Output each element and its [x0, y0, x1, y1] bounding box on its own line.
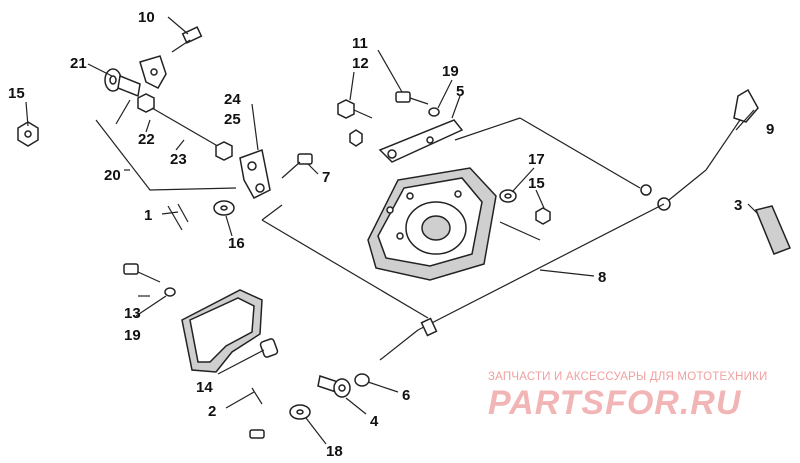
assembly-line	[261, 204, 283, 221]
watermark: ЗАПЧАСТИ И АКСЕССУАРЫ ДЛЯ МОТОТЕХНИКИ PA…	[488, 371, 768, 422]
callout-4: 4	[370, 413, 379, 430]
callout-7: 7	[322, 169, 330, 186]
washer-18	[289, 404, 311, 420]
callout-19-bottom: 19	[124, 327, 141, 344]
bolt	[499, 221, 541, 241]
nut-15-left	[17, 121, 39, 147]
callout-2: 2	[208, 403, 216, 420]
bolt-7	[281, 153, 313, 179]
callout-19-top: 19	[442, 63, 459, 80]
bracket	[139, 55, 167, 89]
watermark-tagline: ЗАПЧАСТИ И АКСЕССУАРЫ ДЛЯ МОТОТЕХНИКИ	[488, 371, 768, 383]
callout-11: 11	[352, 35, 368, 52]
callout-3: 3	[734, 197, 742, 214]
leader-lines	[25, 16, 759, 445]
assembly-line	[519, 117, 641, 189]
washer-6	[354, 373, 370, 387]
rod-end-4	[317, 375, 351, 398]
nut	[349, 129, 363, 147]
watermark-logo: PARTSFOR.RU	[488, 384, 742, 422]
brake-lever-9	[640, 88, 759, 211]
assembly-line	[261, 219, 429, 319]
lever-plate-5	[378, 119, 464, 163]
callout-18: 18	[326, 443, 343, 460]
pivot-link-24	[239, 148, 271, 199]
callout-22: 22	[138, 131, 155, 148]
callout-9: 9	[766, 121, 774, 138]
callout-8: 8	[598, 269, 606, 286]
callout-1: 1	[144, 207, 152, 224]
bolt-10	[171, 26, 203, 53]
callout-20: 20	[104, 167, 121, 184]
clevis-pin	[249, 429, 265, 439]
assembly-line	[454, 117, 521, 141]
callout-21: 21	[70, 55, 87, 72]
bolt-12	[337, 99, 373, 119]
mounting-bracket	[181, 289, 263, 373]
control-rod-8	[379, 203, 665, 361]
callout-10: 10	[138, 9, 155, 26]
callout-13: 13	[124, 305, 141, 322]
callout-15-left: 15	[8, 85, 25, 102]
bolt-13	[123, 263, 161, 283]
assembly-line	[167, 205, 183, 231]
callouts: 10 21 15 22 23 20 24 25 7 1 16 11 12 19 …	[8, 9, 774, 460]
callout-24: 24	[224, 91, 241, 108]
assembly-line	[95, 119, 237, 191]
callout-16: 16	[228, 235, 245, 252]
callout-17: 17	[528, 151, 545, 168]
callout-12: 12	[352, 55, 369, 72]
callout-25: 25	[224, 111, 241, 128]
callout-23: 23	[170, 151, 187, 168]
callout-6: 6	[402, 387, 410, 404]
callout-5: 5	[456, 83, 464, 100]
nut-22	[137, 93, 155, 113]
callout-14: 14	[196, 379, 213, 396]
rod-end-21	[104, 68, 141, 98]
threaded-rod-23	[151, 107, 233, 161]
nut-15-right	[535, 207, 551, 225]
decal-3	[754, 205, 791, 255]
washer-19-bottom	[164, 287, 176, 297]
bolt-11	[395, 91, 429, 105]
bushing-14	[259, 338, 279, 358]
assembly-lines	[95, 117, 641, 319]
cotter-pin-2	[251, 387, 263, 405]
pin-1	[177, 203, 189, 223]
washer-16	[213, 200, 235, 216]
washer-17	[499, 189, 517, 203]
callout-15-right: 15	[528, 175, 545, 192]
washer-19-top	[428, 107, 440, 117]
brake-caliper	[367, 167, 497, 281]
